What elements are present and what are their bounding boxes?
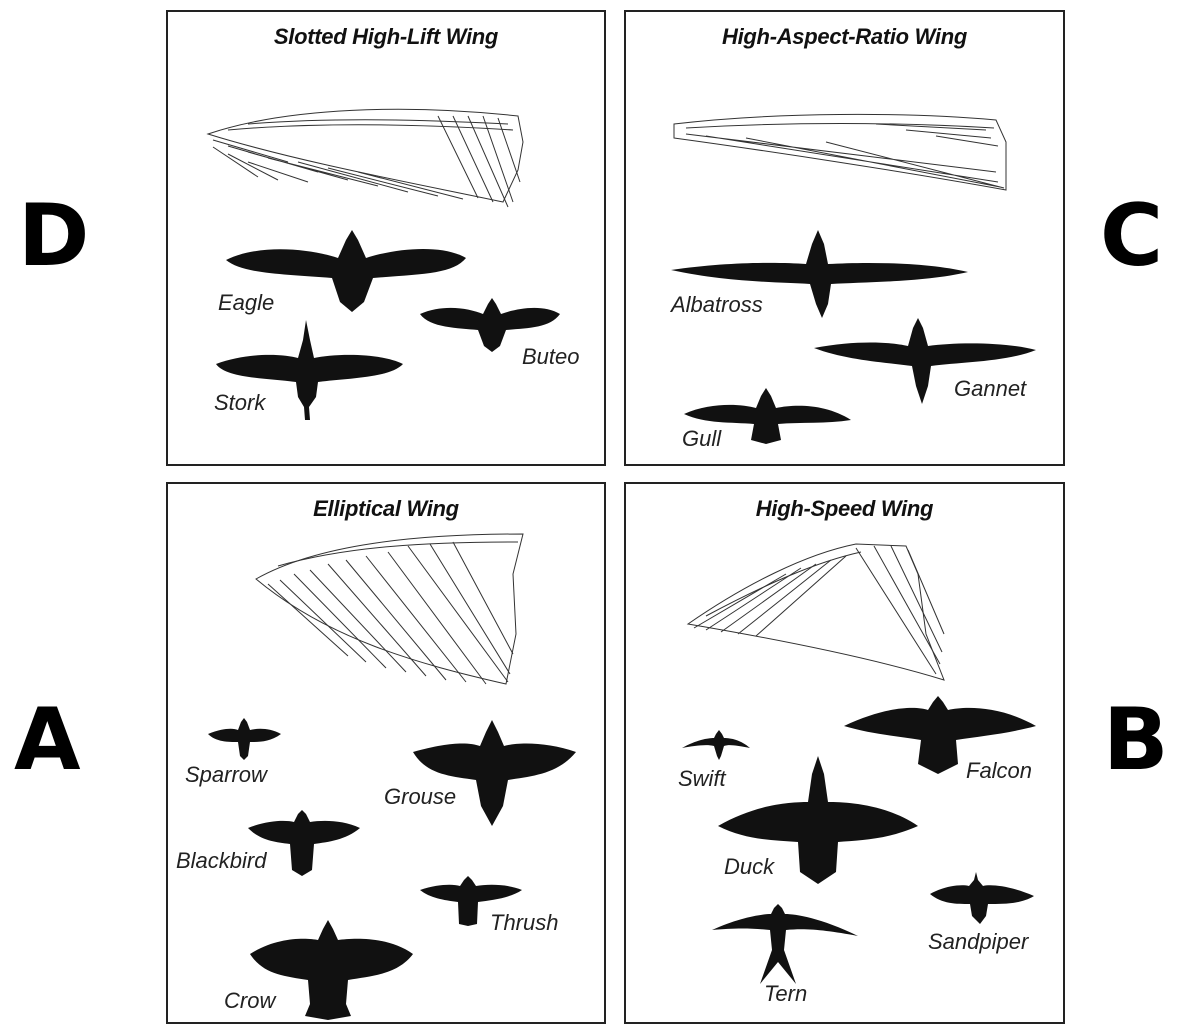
gannet-silhouette (814, 318, 1036, 404)
panel-title: High-Speed Wing (755, 496, 934, 521)
bird-label-gannet: Gannet (954, 376, 1027, 401)
panel-high-speed-wing: High-Speed Wing Swift Falcon Duck Tern S… (624, 482, 1065, 1024)
bird-label-thrush: Thrush (490, 910, 559, 935)
letter-c: C (1100, 186, 1164, 286)
bird-label-sparrow: Sparrow (185, 762, 267, 787)
crow-silhouette (250, 920, 413, 1020)
bird-label-tern: Tern (764, 981, 808, 1006)
panel-title: High-Aspect-Ratio Wing (722, 24, 967, 49)
panel-elliptical-wing: Elliptical Wing Sparrow Grouse Blackbird… (166, 482, 606, 1024)
wing-drawing (255, 533, 524, 685)
swift-silhouette (682, 730, 750, 760)
bird-label-crow: Crow (224, 988, 276, 1013)
letter-a: A (14, 690, 81, 790)
bird-label-blackbird: Blackbird (176, 848, 267, 873)
sparrow-silhouette (208, 718, 281, 760)
grouse-silhouette (413, 720, 576, 826)
panel-title: Elliptical Wing (313, 496, 459, 521)
falcon-silhouette (844, 696, 1036, 774)
wing-drawing (673, 113, 1007, 191)
bird-label-grouse: Grouse (384, 784, 457, 809)
letter-b: B (1103, 690, 1169, 790)
panel-high-aspect-ratio-wing: High-Aspect-Ratio Wing Albatross Gannet … (624, 10, 1065, 466)
sandpiper-silhouette (930, 872, 1034, 924)
blackbird-silhouette (248, 810, 360, 876)
elliptical-wing-art (208, 533, 576, 1020)
speed-wing-art (682, 543, 1036, 984)
bird-label-sandpiper: Sandpiper (928, 929, 1029, 954)
panel-title: Slotted High-Lift Wing (273, 24, 499, 49)
bird-label-eagle: Eagle (218, 290, 275, 315)
bird-label-swift: Swift (678, 766, 726, 791)
albatross-silhouette (671, 230, 968, 318)
bird-label-duck: Duck (724, 854, 775, 879)
duck-silhouette (718, 756, 918, 884)
stork-silhouette (216, 320, 403, 420)
gull-silhouette (684, 388, 851, 444)
tern-silhouette (712, 904, 858, 984)
bird-label-stork: Stork (214, 390, 266, 415)
bird-label-buteo: Buteo (522, 344, 580, 369)
wing-drawing (206, 108, 524, 208)
eagle-silhouette (226, 230, 466, 312)
bird-label-gull: Gull (682, 426, 722, 451)
wing-drawing (686, 543, 945, 681)
thrush-silhouette (420, 876, 522, 926)
letter-d: D (18, 186, 90, 286)
panel-slotted-high-lift-wing: Slotted High-Lift Wing Eagle Buteo Stork (166, 10, 606, 466)
buteo-silhouette (420, 298, 560, 352)
slotted-wing-art (206, 108, 560, 420)
bird-label-falcon: Falcon (966, 758, 1033, 783)
bird-label-albatross: Albatross (671, 292, 763, 317)
aspect-wing-art (671, 113, 1036, 444)
